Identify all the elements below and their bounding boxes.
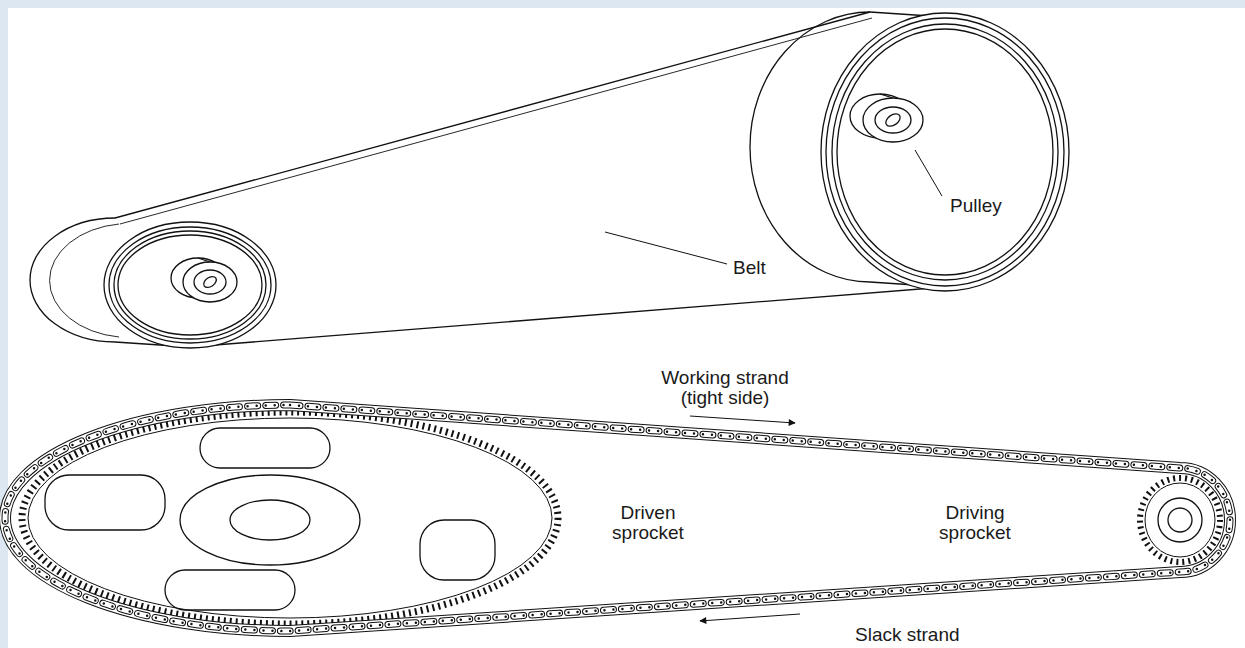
pulley-bore — [194, 270, 226, 294]
chain — [5, 405, 1230, 631]
sprocket-body — [1145, 483, 1215, 557]
sprocket-window — [420, 520, 495, 580]
sprocket-bore — [1168, 508, 1192, 532]
pulley-bore — [884, 111, 903, 128]
pulley-rim — [826, 18, 1064, 286]
pulley-rim — [821, 13, 1069, 291]
sprocket-body — [28, 418, 552, 618]
part-label: Driven sprocket — [598, 503, 698, 543]
part-label: Working strand (tight side) — [640, 368, 810, 408]
chain-link — [5, 405, 1230, 631]
part-label: Slack strand — [855, 625, 960, 645]
sprocket-teeth — [1140, 478, 1220, 562]
pulley-rim — [837, 29, 1053, 275]
direction-arrow — [690, 416, 795, 423]
belt-drive — [30, 12, 1069, 348]
pulley-rim — [118, 235, 262, 335]
page-ground — [8, 8, 1245, 648]
part-label: Driving sprocket — [925, 503, 1025, 543]
part-label: Belt — [733, 258, 766, 278]
pulley-rim — [832, 24, 1058, 280]
sprocket-hub — [1158, 498, 1202, 542]
pulley-hub — [183, 262, 237, 302]
pulley-hub — [863, 98, 923, 142]
chain — [5, 405, 1230, 631]
pulley-rim — [109, 227, 271, 343]
sprocket-window — [45, 475, 165, 530]
belt-edge — [120, 18, 872, 224]
pulley-bore — [875, 107, 911, 133]
sprocket-hub — [180, 475, 360, 565]
pulley-rim — [104, 222, 276, 348]
chain-pin — [5, 405, 1230, 631]
belt-edge — [115, 12, 870, 218]
chain-drive — [5, 405, 1230, 631]
leader-line — [915, 150, 942, 196]
belt-edge — [190, 287, 945, 347]
sprocket-window — [165, 570, 295, 610]
sprocket-teeth — [22, 412, 558, 624]
sprocket-bore — [230, 500, 310, 540]
belt-edge — [30, 218, 115, 342]
pulley-bore — [202, 274, 219, 289]
chain-link — [5, 405, 1230, 631]
pulley-rim — [114, 231, 266, 339]
part-label: Pulley — [950, 196, 1002, 216]
direction-arrow — [700, 614, 800, 621]
sprocket-window — [200, 428, 330, 468]
leader-line — [605, 232, 727, 264]
